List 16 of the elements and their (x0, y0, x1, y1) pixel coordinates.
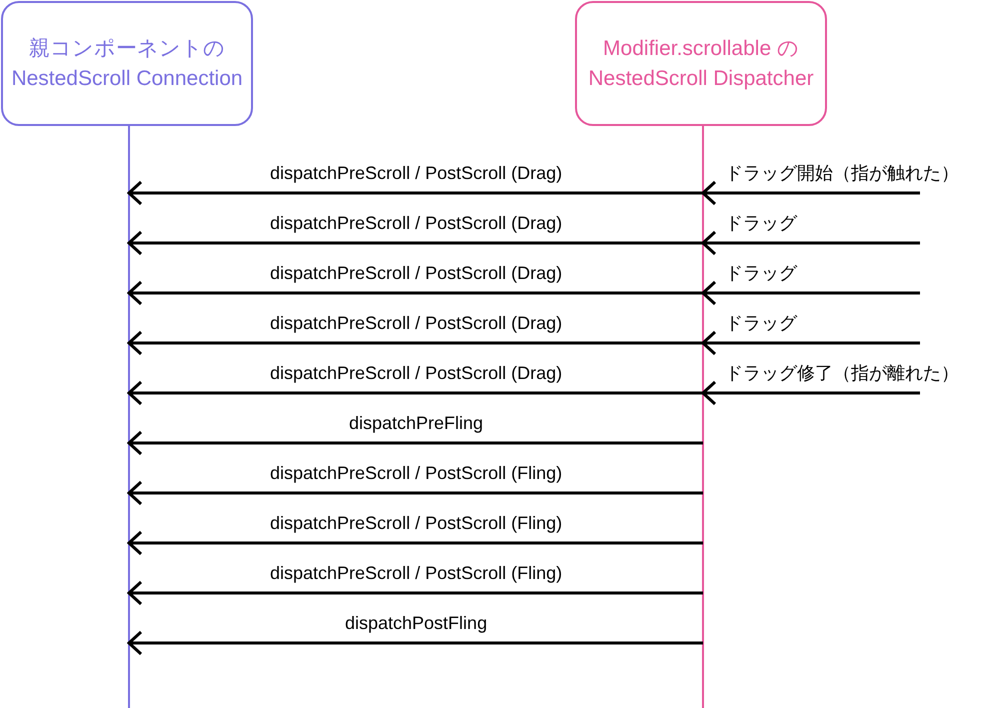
arrow (128, 580, 703, 606)
arrow (128, 530, 703, 556)
arrow (128, 330, 703, 356)
arrow (128, 280, 703, 306)
participant-box: 親コンポーネントの NestedScroll Connection (1, 1, 253, 126)
arrow (702, 230, 920, 256)
arrow (702, 380, 920, 406)
arrow (128, 480, 703, 506)
arrow (702, 330, 920, 356)
arrow (128, 380, 703, 406)
arrow (128, 230, 703, 256)
arrow (702, 280, 920, 306)
arrow (702, 180, 920, 206)
arrow (128, 630, 703, 656)
arrow (128, 180, 703, 206)
participant-box: Modifier.scrollable の NestedScroll Dispatcher (575, 1, 827, 126)
